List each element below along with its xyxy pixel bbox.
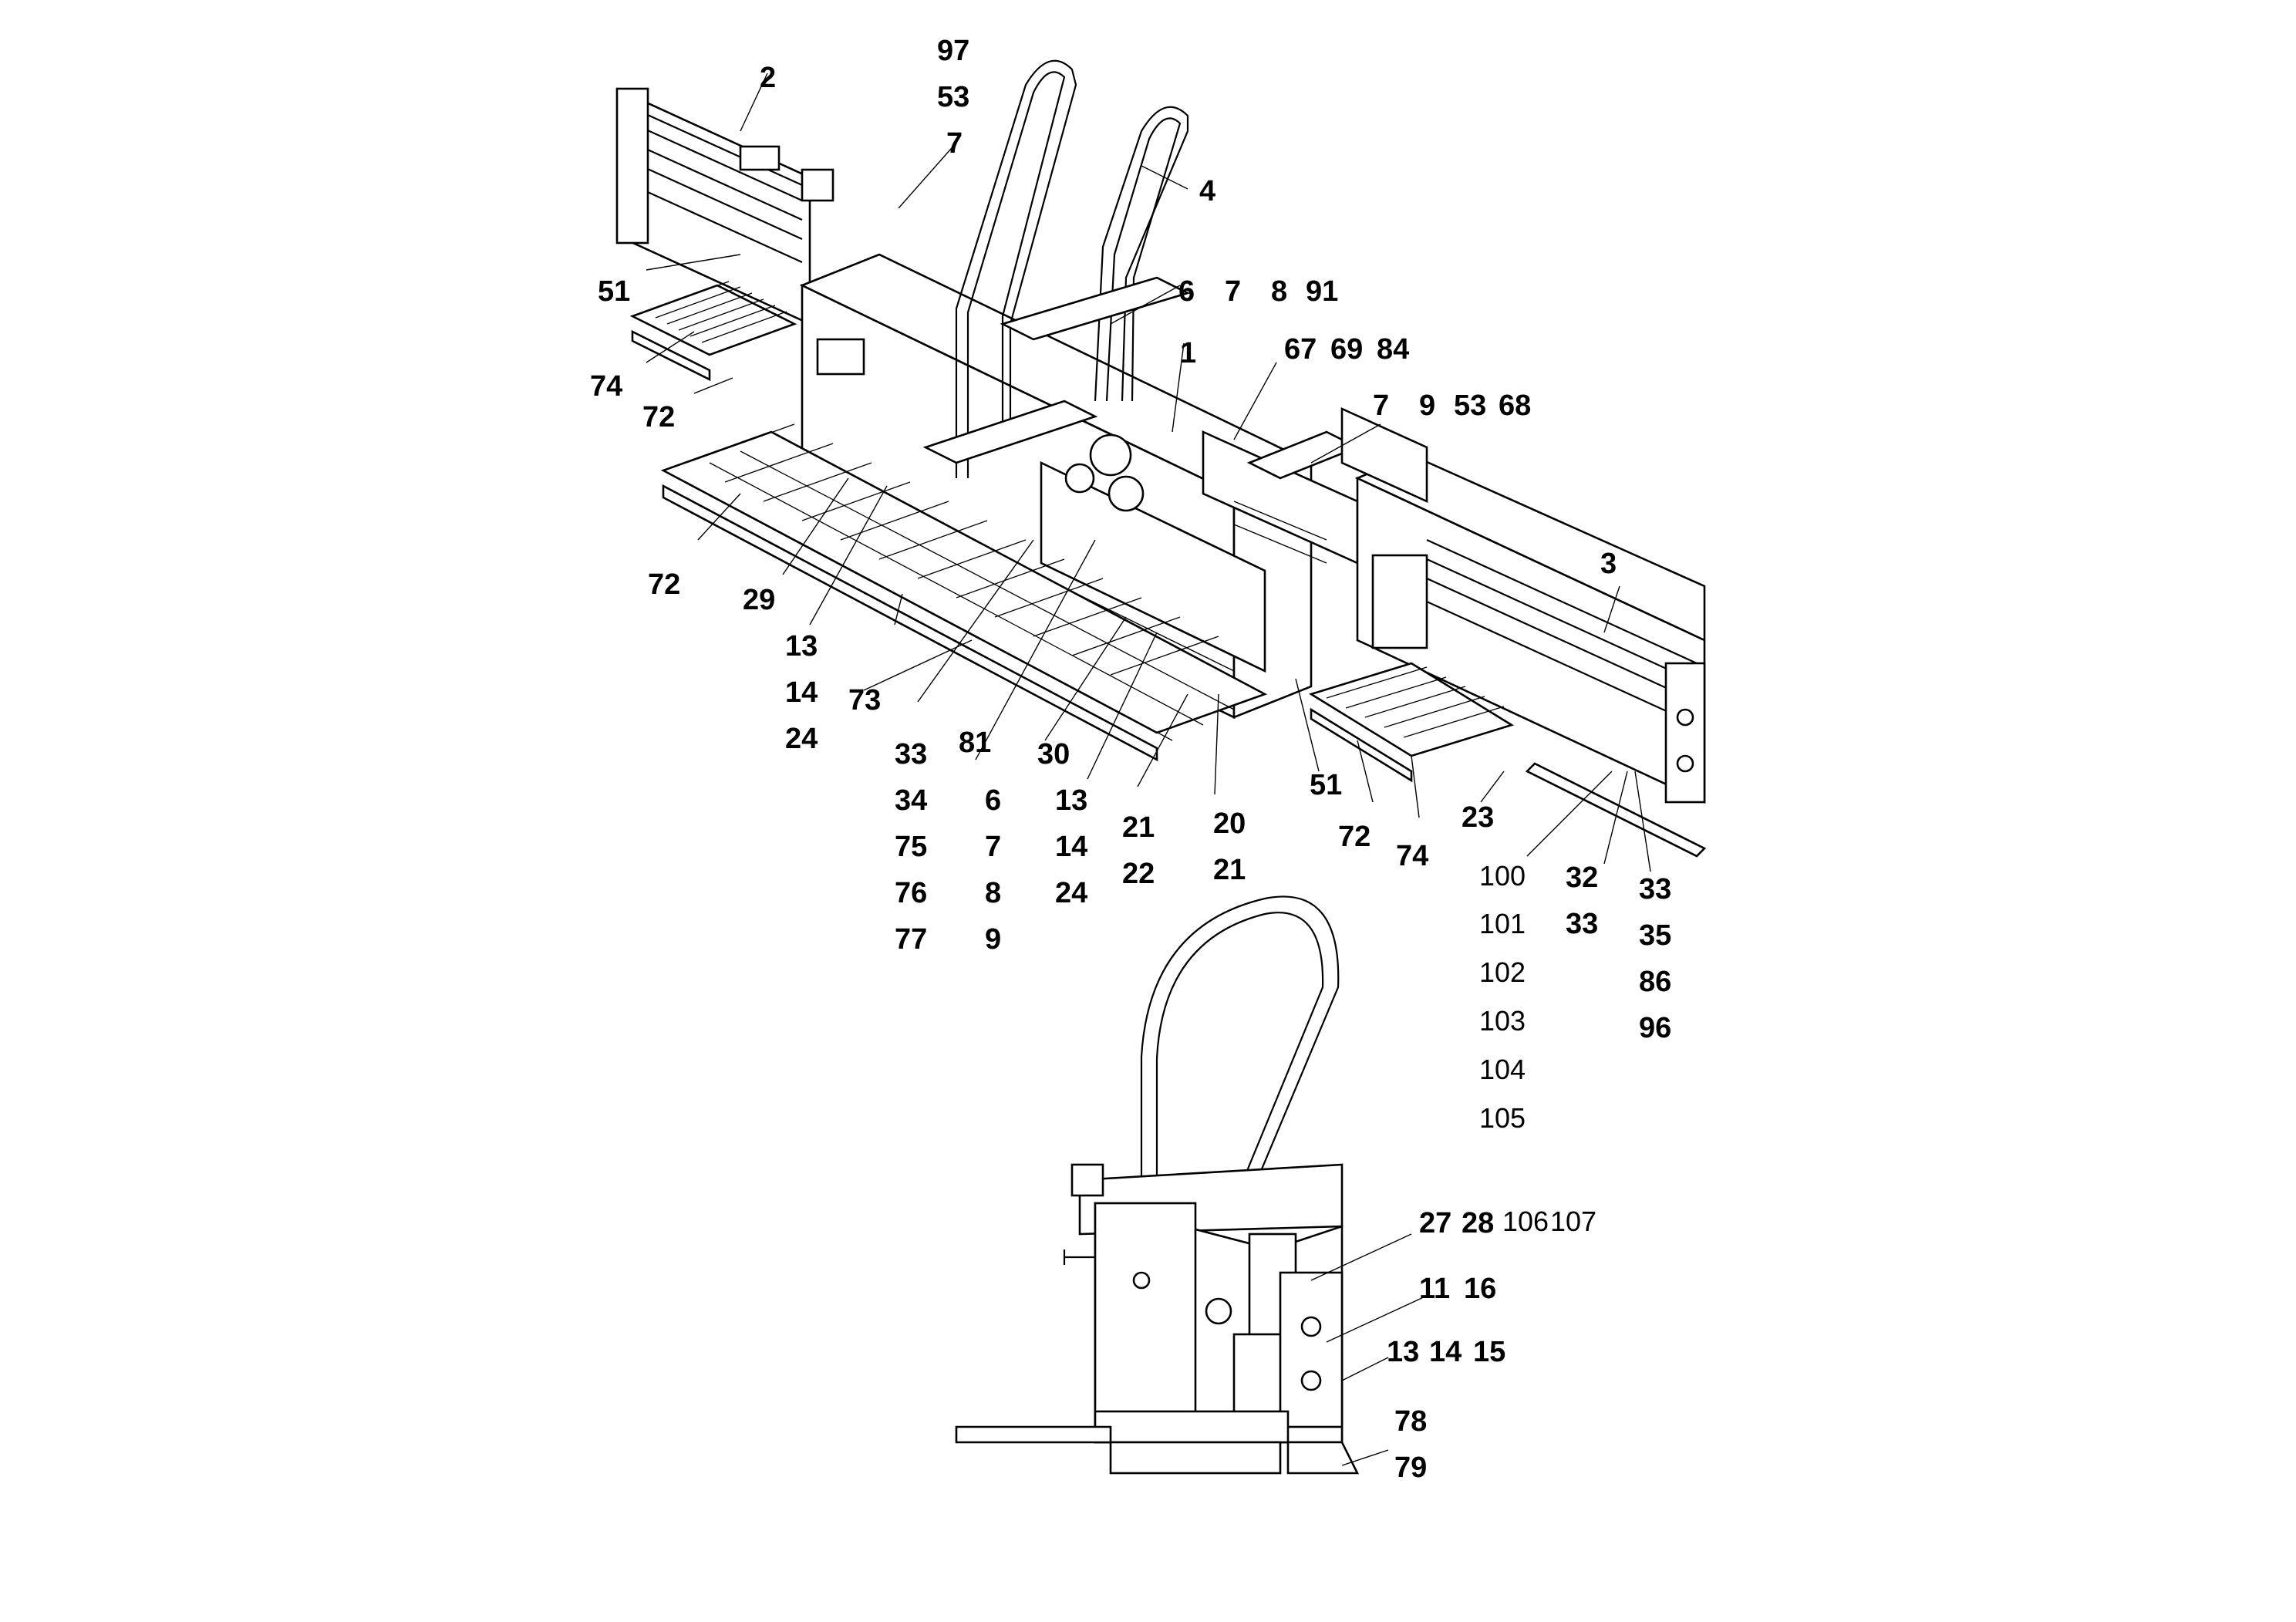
callout-72b: 72 bbox=[648, 568, 680, 601]
callout-24: 24 bbox=[785, 723, 818, 755]
callout-33b: 33 bbox=[1566, 908, 1598, 940]
callout-75: 75 bbox=[895, 831, 927, 863]
callout-79: 79 bbox=[1394, 1452, 1427, 1484]
callout-51: 51 bbox=[598, 275, 630, 308]
callout-14: 14 bbox=[785, 676, 818, 709]
callout-29: 29 bbox=[743, 584, 775, 616]
callout-1: 1 bbox=[1180, 337, 1196, 369]
grate-left-rear bbox=[629, 281, 797, 382]
callout-102: 102 bbox=[1479, 956, 1526, 988]
callout-35: 35 bbox=[1639, 919, 1671, 952]
callout-51b: 51 bbox=[1310, 769, 1342, 801]
callout-68: 68 bbox=[1499, 389, 1531, 422]
callout-8b: 8 bbox=[985, 877, 1001, 909]
callout-13c: 13 bbox=[1387, 1336, 1419, 1368]
callout-101: 101 bbox=[1479, 908, 1526, 939]
callout-labels: 2 97 53 7 4 51 6 7 8 91 1 67 69 84 7 9 5… bbox=[590, 35, 1671, 1484]
callout-7d: 7 bbox=[985, 831, 1001, 863]
callout-74: 74 bbox=[590, 370, 622, 403]
callout-72: 72 bbox=[642, 401, 675, 433]
callout-3: 3 bbox=[1600, 548, 1617, 580]
callout-100: 100 bbox=[1479, 860, 1526, 892]
callout-104: 104 bbox=[1479, 1054, 1526, 1085]
callout-96: 96 bbox=[1639, 1012, 1671, 1044]
callout-14b: 14 bbox=[1055, 831, 1087, 863]
callout-7c: 7 bbox=[1373, 389, 1389, 422]
callout-78: 78 bbox=[1394, 1405, 1427, 1438]
callout-107: 107 bbox=[1550, 1206, 1596, 1237]
callout-21b: 21 bbox=[1213, 854, 1246, 886]
callout-73: 73 bbox=[848, 684, 881, 717]
callout-106: 106 bbox=[1502, 1206, 1549, 1237]
callout-23: 23 bbox=[1462, 801, 1494, 834]
callout-8: 8 bbox=[1271, 275, 1287, 308]
callout-24b: 24 bbox=[1055, 877, 1087, 909]
callout-103: 103 bbox=[1479, 1005, 1526, 1037]
handrails bbox=[922, 59, 1191, 478]
callout-4: 4 bbox=[1199, 175, 1215, 207]
main-assembly-drawing bbox=[615, 59, 1707, 858]
central-drive-unit bbox=[1040, 430, 1360, 673]
callout-20: 20 bbox=[1213, 808, 1246, 840]
callout-69: 69 bbox=[1330, 333, 1363, 366]
side-view-drawing bbox=[955, 895, 1360, 1475]
callout-53b: 53 bbox=[1454, 389, 1486, 422]
callout-27: 27 bbox=[1419, 1207, 1451, 1239]
callout-16: 16 bbox=[1464, 1273, 1496, 1305]
callout-28: 28 bbox=[1462, 1207, 1494, 1239]
walkway-grates bbox=[629, 281, 1707, 858]
callout-30: 30 bbox=[1037, 738, 1070, 771]
callout-105: 105 bbox=[1479, 1102, 1526, 1134]
callout-7: 7 bbox=[946, 127, 963, 160]
callout-7b: 7 bbox=[1225, 275, 1241, 308]
callout-34: 34 bbox=[895, 784, 927, 817]
grate-front-long bbox=[660, 423, 1268, 762]
callout-97: 97 bbox=[937, 35, 969, 67]
callout-2: 2 bbox=[760, 62, 776, 94]
callout-11: 11 bbox=[1419, 1273, 1450, 1305]
right-extension-frame bbox=[1340, 406, 1706, 804]
callout-6: 6 bbox=[1178, 275, 1195, 308]
callout-9: 9 bbox=[1419, 389, 1435, 422]
callout-13: 13 bbox=[785, 630, 818, 663]
callout-22: 22 bbox=[1122, 858, 1155, 890]
callout-72c: 72 bbox=[1338, 821, 1371, 853]
callout-77: 77 bbox=[895, 923, 927, 956]
callout-14c: 14 bbox=[1429, 1336, 1462, 1368]
grate-right-front bbox=[1308, 662, 1515, 783]
callout-53: 53 bbox=[937, 81, 969, 113]
callout-86: 86 bbox=[1639, 966, 1671, 998]
callout-13b: 13 bbox=[1055, 784, 1087, 817]
callout-76: 76 bbox=[895, 877, 927, 909]
callout-84: 84 bbox=[1377, 333, 1409, 366]
callout-32: 32 bbox=[1566, 862, 1598, 894]
callout-67: 67 bbox=[1284, 333, 1317, 366]
callout-81: 81 bbox=[959, 727, 991, 759]
left-extension-frame bbox=[615, 87, 834, 326]
callout-21: 21 bbox=[1122, 811, 1155, 844]
callout-33c: 33 bbox=[1639, 873, 1671, 905]
callout-15: 15 bbox=[1473, 1336, 1505, 1368]
callout-6b: 6 bbox=[985, 784, 1001, 817]
leader-lines bbox=[646, 73, 1651, 1466]
callout-91: 91 bbox=[1306, 275, 1338, 308]
callout-9b: 9 bbox=[985, 923, 1001, 956]
callout-33: 33 bbox=[895, 738, 927, 771]
callout-74b: 74 bbox=[1396, 840, 1428, 872]
